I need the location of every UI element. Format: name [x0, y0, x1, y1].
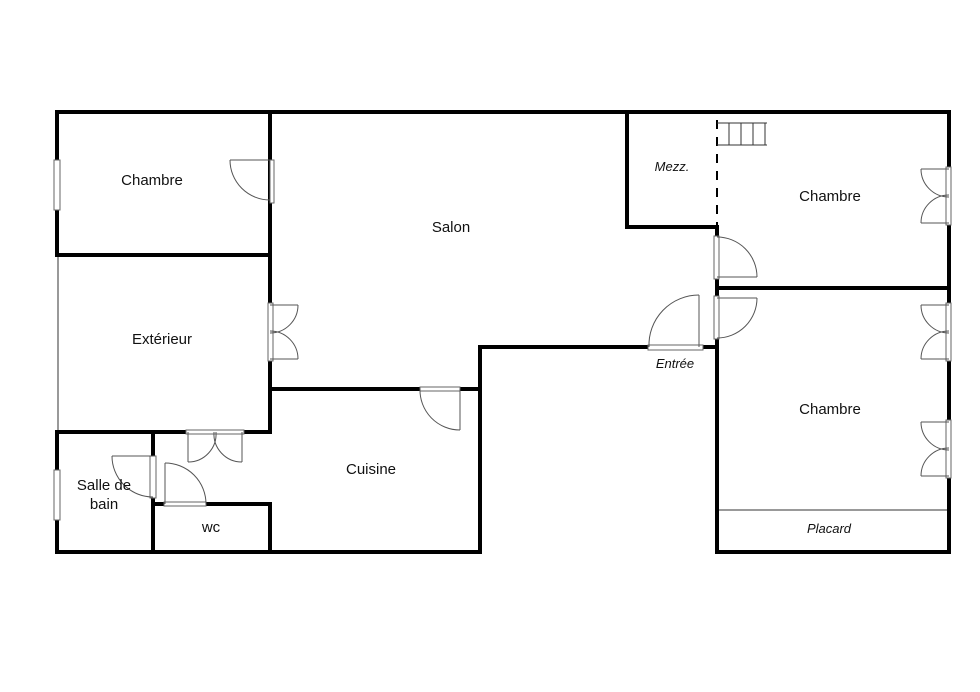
room-label-chambre-ne: Chambre: [799, 188, 861, 205]
stairs-icon: [717, 122, 767, 146]
room-label-salon: Salon: [432, 219, 470, 236]
room-label-exterieur: Extérieur: [132, 331, 192, 348]
room-label-chambre-nw: Chambre: [121, 172, 183, 189]
room-label-placard: Placard: [807, 521, 852, 536]
room-label-salle-de-bain-line1: Salle de: [77, 477, 131, 494]
window-icon: [53, 159, 275, 521]
room-label-wc: wc: [201, 519, 221, 536]
room-label-cuisine: Cuisine: [346, 461, 396, 478]
room-label-mezzanine: Mezz.: [655, 159, 690, 174]
room-labels: Chambre Salon Mezz. Chambre Extérieur En…: [77, 159, 861, 536]
room-label-salle-de-bain-line2: bain: [90, 496, 118, 513]
room-label-chambre-e: Chambre: [799, 401, 861, 418]
room-label-entree: Entrée: [656, 356, 694, 371]
thin-lines: [57, 255, 949, 511]
door-swing-icon: [111, 159, 758, 507]
double-door-icon: [185, 166, 952, 479]
